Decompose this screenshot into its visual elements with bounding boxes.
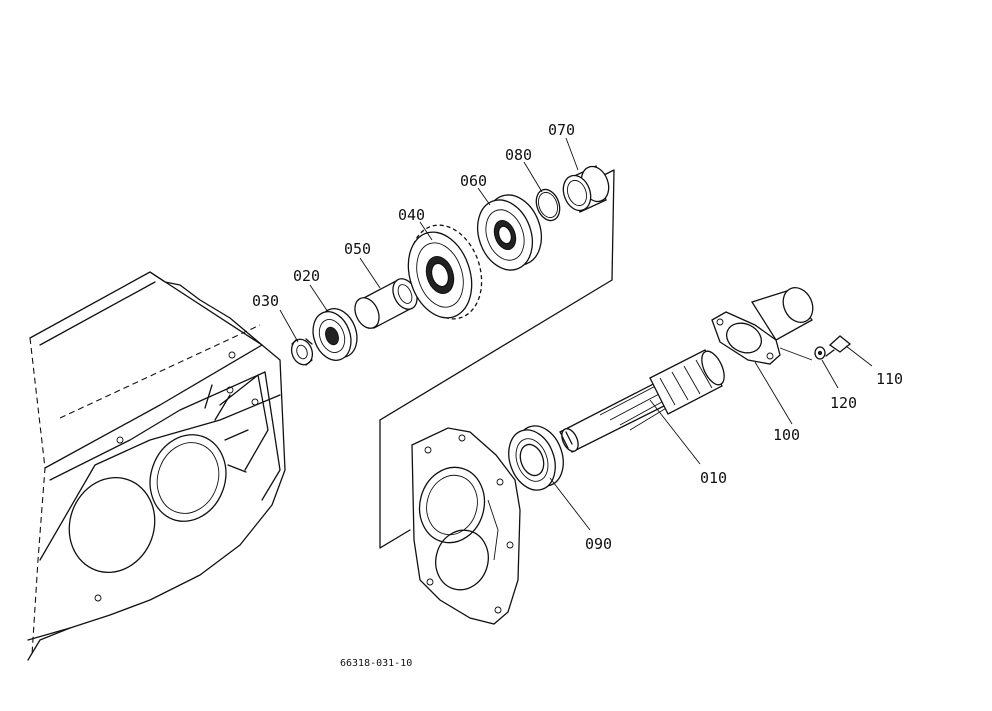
part-labels: 010 020 030 040 050 060 070 080 090 100 … (252, 121, 903, 669)
label-070: 070 (548, 121, 575, 139)
part-020-bearing (312, 308, 358, 361)
part-090-oil-seal (508, 425, 564, 491)
part-120-washer (814, 346, 826, 360)
label-050: 050 (344, 240, 371, 258)
label-120: 120 (830, 394, 857, 412)
label-080: 080 (505, 146, 532, 164)
part-010-shaft (559, 349, 725, 453)
transmission-housing (27, 271, 286, 661)
part-050-collar (354, 278, 418, 329)
part-060-bearing (476, 194, 543, 271)
label-100: 100 (773, 426, 800, 444)
label-040: 040 (398, 206, 425, 224)
label-030: 030 (252, 292, 279, 310)
part-080-snap-ring (535, 188, 561, 222)
part-100-cover (711, 286, 814, 365)
label-090: 090 (585, 535, 612, 553)
label-060: 060 (460, 172, 487, 190)
label-010: 010 (700, 469, 727, 487)
part-070-bushing (562, 165, 610, 213)
part-030-nut (290, 338, 314, 366)
bearing-cover-plate (411, 427, 521, 625)
label-110: 110 (876, 370, 903, 388)
label-020: 020 (293, 267, 320, 285)
drawing-code: 66318-031-10 (340, 658, 412, 669)
part-040-gear (407, 224, 483, 320)
part-110-bolt (825, 335, 852, 357)
assembly-group-frame (379, 169, 615, 549)
leader-lines (279, 137, 873, 531)
